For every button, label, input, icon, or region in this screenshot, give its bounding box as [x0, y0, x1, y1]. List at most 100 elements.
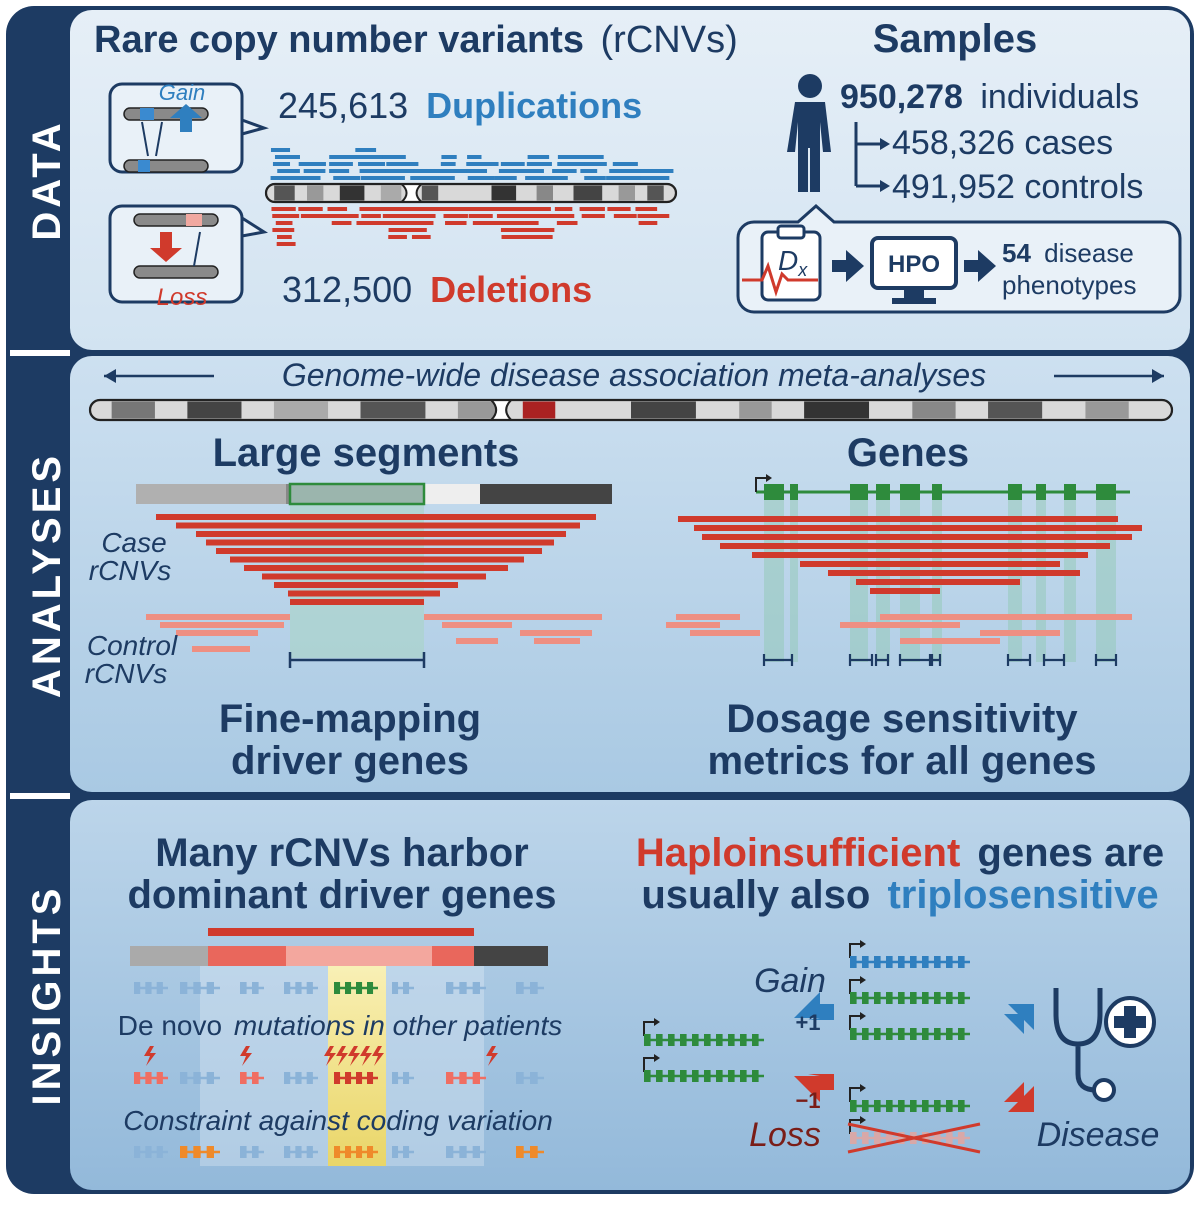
stethoscope-bell	[1092, 1078, 1116, 1102]
normal-gene-exon	[656, 1034, 663, 1046]
normal-gene-exon	[668, 1034, 675, 1046]
duplication-bar	[551, 176, 568, 180]
section-label-data: DATA	[25, 119, 69, 240]
duplication-bar	[640, 176, 670, 180]
duplication-bar	[438, 176, 455, 180]
gain-gene-exon	[874, 956, 881, 968]
chromosome-icon	[123, 159, 209, 173]
driver-gene-row3-exon	[145, 1146, 152, 1158]
tss-arrow-icon	[849, 1087, 860, 1102]
deletion-bar	[556, 221, 578, 225]
mutation-bolt-icon	[336, 1046, 348, 1066]
gain-gene-exon	[886, 956, 893, 968]
deletion-bar	[300, 214, 341, 218]
chromosome-band	[360, 401, 426, 419]
gene-control-bar	[840, 622, 960, 628]
driver-gene-row1-exon	[446, 982, 454, 994]
centromere	[491, 399, 512, 421]
segment-band	[424, 484, 480, 504]
driver-gene-row1-exon	[206, 982, 214, 994]
driver-gene-row1-exon	[252, 982, 259, 994]
gain-gene-exon	[922, 992, 929, 1004]
gain-gene-exon	[934, 992, 941, 1004]
deleted-gene-exon	[862, 1132, 869, 1144]
deletion-bar	[382, 214, 423, 218]
gene-interval	[1042, 654, 1066, 666]
driver-gene-row3-exon	[516, 1146, 524, 1158]
chromosome-band	[380, 185, 402, 201]
driver-gene-row3-exon	[446, 1146, 454, 1158]
deletion-bar	[383, 207, 420, 211]
gene-control-bar	[676, 614, 740, 620]
segment-band	[136, 484, 286, 504]
deletion-bar	[388, 235, 407, 239]
deletion-bar	[527, 214, 564, 218]
driver-gene-row2-exon	[403, 1072, 410, 1084]
mutation-bolt-icon	[144, 1046, 156, 1066]
fine-mapping-caption-1: Fine-mapping	[219, 697, 481, 741]
deleted-gene-exon	[886, 1132, 893, 1144]
case-label-2: rCNVs	[89, 555, 171, 586]
driver-gene-row3-exon	[356, 1146, 363, 1158]
deletion-bar	[445, 221, 467, 225]
duplication-bar	[525, 176, 557, 180]
driver-gene-row3-exon	[284, 1146, 291, 1158]
duplication-bar	[466, 162, 499, 166]
driver-gene-row2-exon	[459, 1072, 467, 1084]
duplication-bar	[584, 162, 607, 166]
exon-block	[1036, 484, 1046, 500]
chromosome-band	[339, 185, 365, 201]
gene-case-bar	[800, 561, 1040, 567]
deletion-bar	[410, 207, 446, 211]
deleted-gene-exon	[934, 1132, 941, 1144]
controls-count: 491,952 controls	[892, 168, 1143, 206]
driver-highlight	[328, 966, 386, 1166]
deletion-bar	[411, 235, 431, 239]
up-arrow-icon	[170, 104, 202, 132]
duplication-bar	[358, 162, 386, 166]
section-label-analyses: ANALYSES	[25, 452, 69, 698]
gain-gene-exon	[946, 1028, 953, 1040]
gain-label: Gain	[754, 962, 826, 1000]
data-chromosome	[264, 182, 678, 204]
duplication-bar	[467, 155, 482, 159]
gain-gene-exon	[934, 1028, 941, 1040]
gene-interval	[898, 654, 932, 666]
control-rcnv-bar	[456, 638, 498, 644]
deletion-cross	[847, 1122, 981, 1154]
deletion-bar	[271, 207, 296, 211]
driver-gene-row1-exon	[240, 982, 247, 994]
duplication-bar	[359, 169, 392, 173]
normal-gene-exon	[740, 1070, 747, 1082]
control-rcnv-bar	[160, 622, 284, 628]
normal-gene-exon	[704, 1034, 711, 1046]
loss-gene-exon	[898, 1100, 905, 1112]
duplication-bar	[494, 176, 517, 180]
gain-arrow-icon	[794, 992, 834, 1020]
exon-column	[1036, 496, 1046, 662]
driver-gene-row2-exon	[530, 1072, 538, 1084]
driver-rcnv-bar	[208, 928, 474, 936]
chromosome-band	[457, 401, 502, 419]
duplication-bar	[386, 162, 419, 166]
driver-gene-row2-exon	[284, 1072, 291, 1084]
case-label-1: Case	[101, 527, 166, 558]
gene-case-bar	[678, 516, 1118, 522]
gene-control-bar	[690, 630, 760, 636]
driver-gene-row3-exon	[367, 1146, 374, 1158]
gain-gene-exon	[910, 992, 917, 1004]
tss-arrow-icon	[849, 979, 860, 994]
driver-gene-row1-exon	[367, 982, 374, 994]
driver-gene-row3-exon	[156, 1146, 163, 1158]
driver-gene-row1-exon	[356, 982, 363, 994]
normal-gene-exon	[752, 1034, 759, 1046]
driver-gene-row2-exon	[345, 1072, 352, 1084]
duplications-line: 245,613 Duplications	[278, 85, 642, 126]
loss-gene-exon	[862, 1100, 869, 1112]
duplication-bar	[467, 176, 495, 180]
case-rcnv-bar	[274, 582, 458, 588]
duplication-bar	[557, 162, 593, 166]
driver-rcnv-overlay	[286, 946, 432, 966]
gain-gene-exon	[946, 956, 953, 968]
data-title: Rare copy number variants (rCNVs)	[94, 19, 738, 61]
